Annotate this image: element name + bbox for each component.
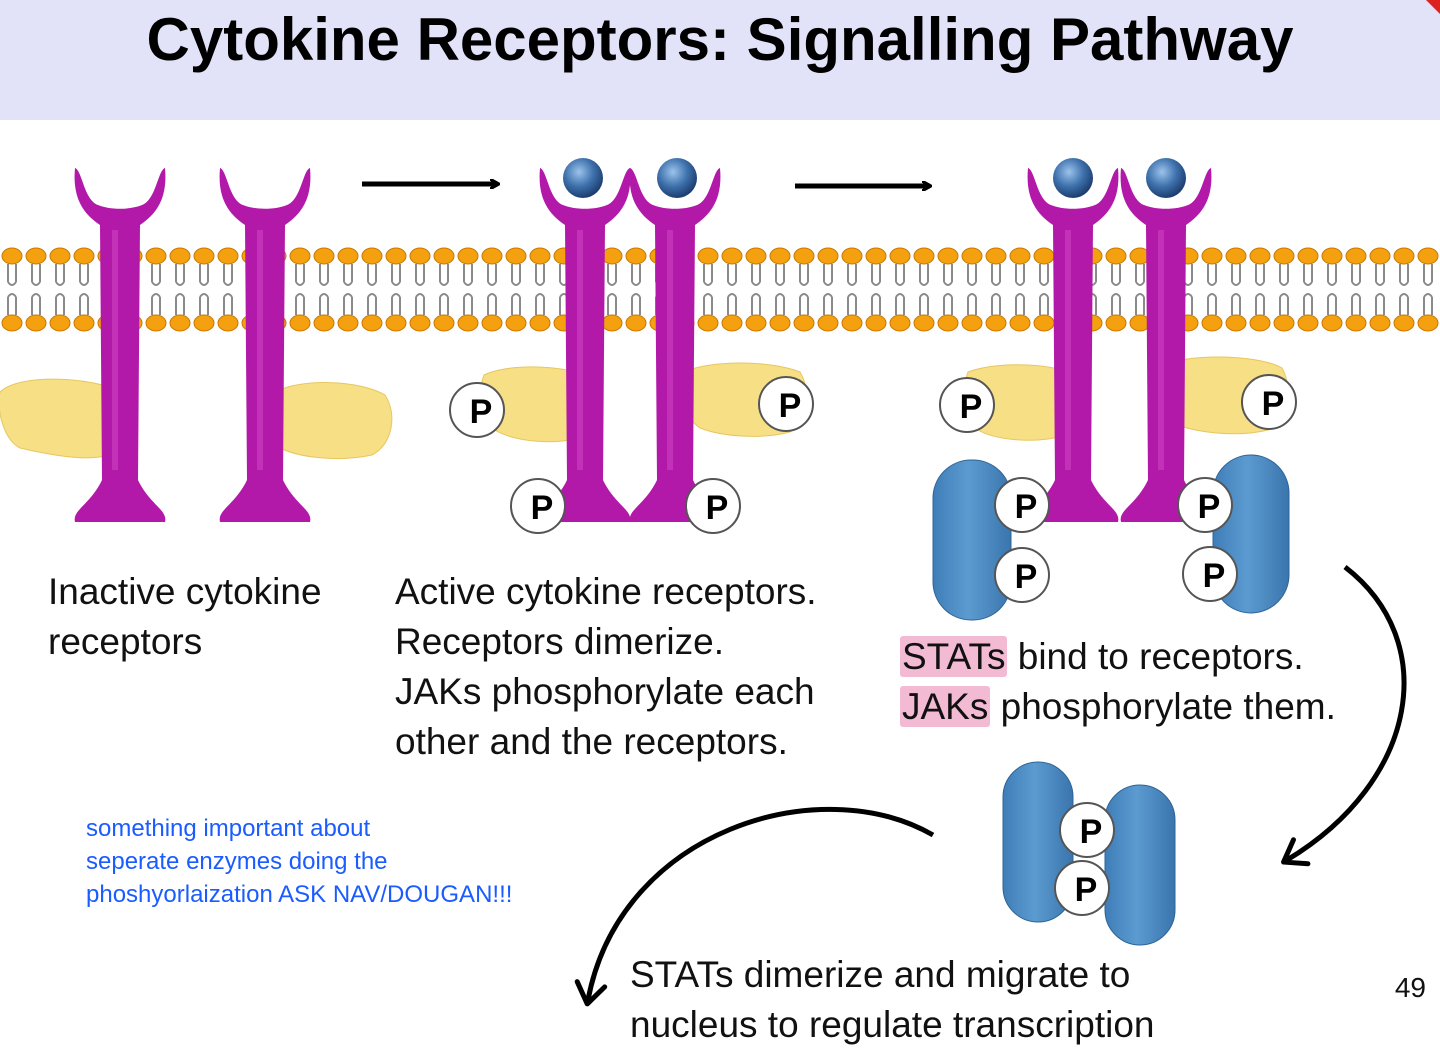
phosphate-label: P (1080, 813, 1103, 851)
phosphate-label: P (1015, 558, 1038, 596)
caption-inactive: Inactive cytokine receptors (48, 567, 322, 667)
phosphate-circle (994, 547, 1050, 603)
cytokine-receptor (539, 168, 631, 522)
phosphate-label: P (1075, 871, 1098, 909)
receptor-highlight (257, 230, 263, 470)
caption-text: phosphorylate them. (990, 686, 1336, 727)
caption-line: receptors (48, 621, 203, 662)
receptor-highlight (112, 230, 118, 470)
caption-stats-dimerize: STATs dimerize and migrate to nucleus to… (630, 950, 1154, 1050)
slide-title: Cytokine Receptors: Signalling Pathway (146, 6, 1294, 73)
cytokine-receptor (74, 168, 166, 522)
phosphate-label: P (470, 393, 493, 431)
cytokine-ligand (1053, 158, 1093, 198)
phosphate-group: P (510, 478, 566, 534)
cytokine-layer (563, 158, 1186, 198)
note-line: phoshyorlaization ASK NAV/DOUGAN!!! (86, 881, 513, 908)
phosphate-group: P (994, 547, 1050, 603)
phosphate-group: P (449, 382, 505, 438)
stat-protein (1104, 784, 1176, 946)
phosphate-circle (1177, 477, 1233, 533)
cytokine-ligand (1146, 158, 1186, 198)
caption-line: nucleus to regulate transcription (630, 1004, 1155, 1045)
receptor-highlight (1065, 230, 1071, 470)
cytokine-ligand (657, 158, 697, 198)
caption-stats-bind: STATs bind to receptors. JAKs phosphoryl… (900, 632, 1336, 732)
receptor-highlight (1158, 230, 1164, 470)
phosphate-group: P (1177, 477, 1233, 533)
phosphate-circle (994, 477, 1050, 533)
phosphate-circle (1182, 546, 1238, 602)
jak-kinase (269, 382, 393, 459)
phosphate-group: P (939, 377, 995, 433)
caption-line: JAKs phosphorylate them. (900, 682, 1336, 732)
cytokine-ligand (563, 158, 603, 198)
phosphate-circle (1059, 802, 1115, 858)
phosphate-label: P (531, 489, 554, 527)
cytokine-receptor (629, 168, 721, 522)
phosphate-group: P (994, 477, 1050, 533)
annotation-note: something important about seperate enzym… (86, 812, 512, 911)
caption-line: other and the receptors. (395, 721, 788, 762)
caption-line: JAKs phosphorylate each (395, 671, 815, 712)
phosphate-circle (510, 478, 566, 534)
phosphate-label: P (779, 387, 802, 425)
highlight-stats: STATs (900, 636, 1008, 677)
phosphate-circle (758, 376, 814, 432)
cytokine-receptor (1027, 168, 1119, 522)
phosphate-group: P (685, 478, 741, 534)
receptor-highlight (667, 230, 673, 470)
caption-line: Receptors dimerize. (395, 621, 725, 662)
caption-text: bind to receptors. (1007, 636, 1304, 677)
title-band (0, 0, 1440, 120)
cytokine-receptor (219, 168, 311, 522)
phosphate-group: P (1182, 546, 1238, 602)
highlight-jaks: JAKs (900, 686, 991, 727)
phosphate-label: P (706, 489, 729, 527)
phosphate-group: P (1059, 802, 1115, 858)
phosphate-group: P (1241, 374, 1297, 430)
corner-marker (1426, 0, 1440, 14)
caption-line: Active cytokine receptors. (395, 571, 817, 612)
receptor-layer (74, 168, 1212, 522)
curved-arrow-to-dimer (1281, 565, 1407, 867)
phosphate-circle (1241, 374, 1297, 430)
phosphate-label: P (960, 388, 983, 426)
caption-line: STATs bind to receptors. (900, 632, 1336, 682)
phosphate-circle (939, 377, 995, 433)
lipid-bilayer (1, 247, 1439, 332)
stat-protein (932, 459, 1012, 621)
receptor-highlight (577, 230, 583, 470)
phosphate-group: P (1054, 860, 1110, 916)
phosphate-label: P (1198, 488, 1221, 526)
phosphate-circle (685, 478, 741, 534)
note-line: something important about (86, 815, 371, 842)
phosphate-label: P (1015, 488, 1038, 526)
slide-number: 49 (1394, 972, 1426, 1003)
cytokine-receptor (1120, 168, 1212, 522)
note-line: seperate enzymes doing the (86, 848, 388, 875)
phosphate-circle (1054, 860, 1110, 916)
caption-line: STATs dimerize and migrate to (630, 954, 1131, 995)
phosphate-circle (449, 382, 505, 438)
phosphate-group: P (758, 376, 814, 432)
curved-arrow-to-nucleus (574, 806, 935, 1007)
phosphate-label: P (1262, 385, 1285, 423)
phosphate-label: P (1203, 557, 1226, 595)
caption-active: Active cytokine receptors. Receptors dim… (395, 567, 817, 767)
caption-line: Inactive cytokine (48, 571, 322, 612)
